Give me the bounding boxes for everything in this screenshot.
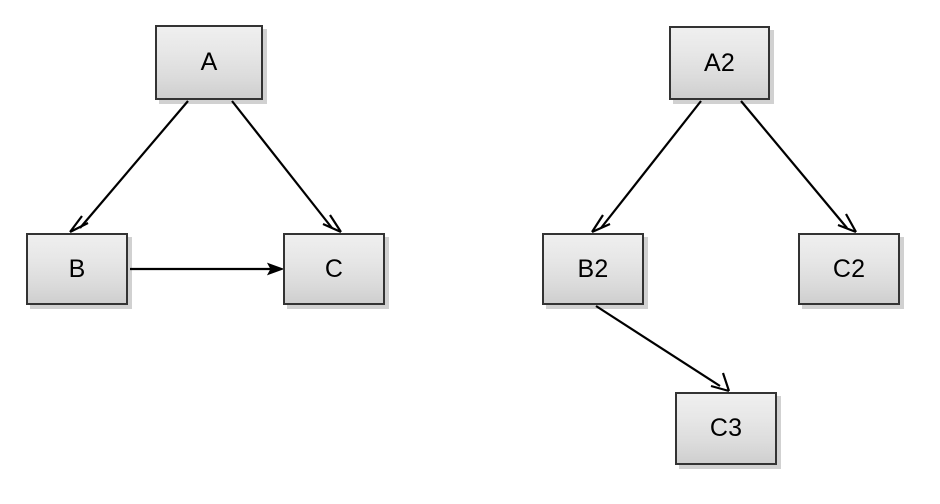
node-A[interactable]: A [155, 25, 263, 100]
node-B-label: B [68, 254, 86, 283]
node-B2[interactable]: B2 [542, 233, 644, 305]
node-B[interactable]: B [26, 233, 128, 305]
node-C3-label: C3 [709, 414, 743, 442]
node-C2-label: C2 [832, 254, 866, 283]
node-C[interactable]: C [283, 233, 385, 305]
edge-B2-C3 [595, 305, 731, 393]
node-A-label: A [200, 48, 218, 76]
node-C3[interactable]: C3 [675, 392, 777, 465]
node-B2-label: B2 [577, 254, 609, 283]
node-C-label: C [324, 254, 344, 283]
edge-A2-B2 [591, 100, 702, 234]
node-A2[interactable]: A2 [669, 26, 770, 100]
edge-A2-C2 [740, 100, 857, 234]
node-C2[interactable]: C2 [798, 233, 900, 305]
node-A2-label: A2 [704, 48, 735, 77]
